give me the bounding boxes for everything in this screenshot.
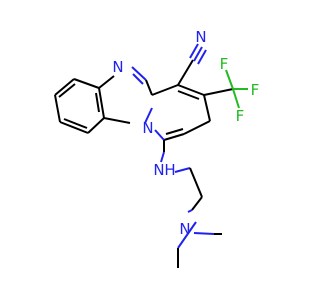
- atom-n-amine: N: [153, 161, 164, 179]
- atom-f-right: F: [251, 81, 260, 99]
- atom-n-dimethyl: N: [179, 220, 190, 238]
- nitrile-group: [177, 43, 207, 86]
- atom-n-nitrile: N: [195, 28, 206, 46]
- atom-n-imine: N: [112, 58, 123, 76]
- structure-drawing: N N N N H N F F F: [54, 28, 260, 268]
- pyridine-ring: [151, 84, 211, 141]
- atom-f-top: F: [220, 55, 229, 73]
- atom-n-bridge: N: [142, 119, 153, 137]
- trifluoromethyl-group: [203, 69, 248, 109]
- atom-h-amine: H: [164, 161, 175, 179]
- side-chain: [160, 140, 222, 268]
- atom-f-bottom: F: [236, 107, 245, 125]
- imidazole-ring: [98, 66, 153, 124]
- benzene-ring: [54, 78, 105, 134]
- molecule-diagram: N N N N H N F F F: [54, 28, 260, 268]
